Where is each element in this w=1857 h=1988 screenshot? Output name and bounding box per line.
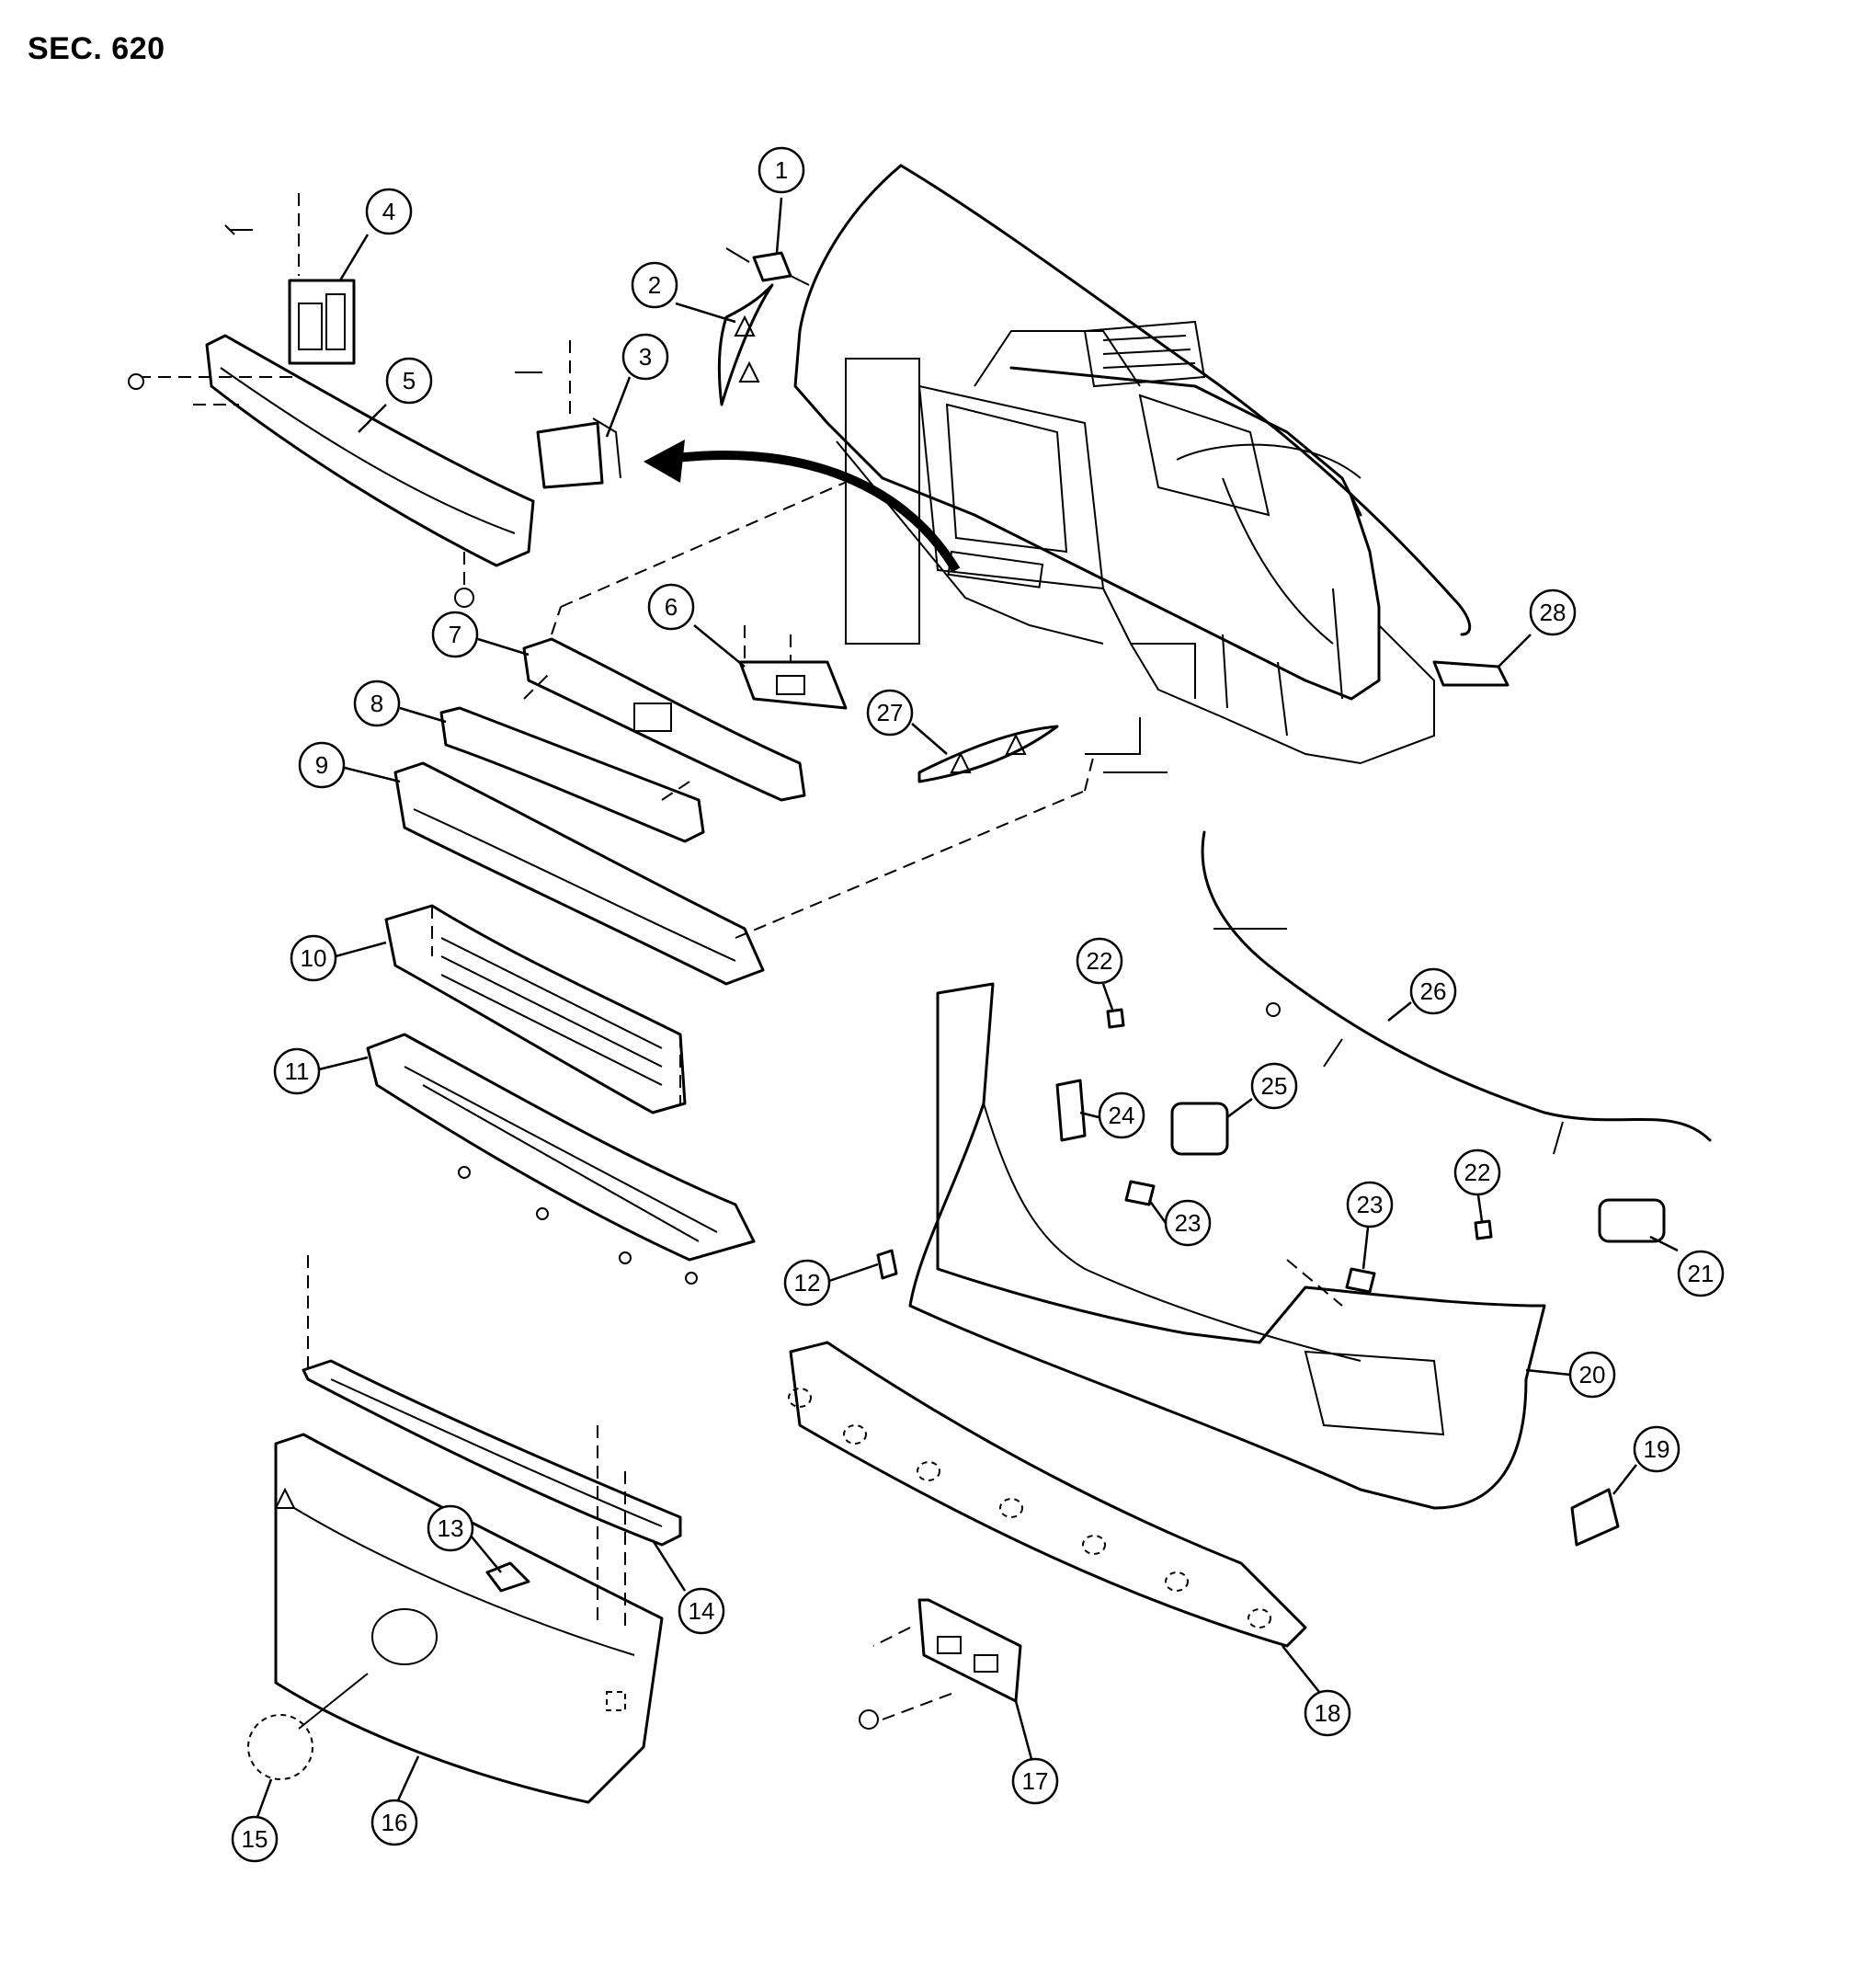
part-5-reinforcement-beam	[128, 334, 535, 608]
part-12-cover	[876, 1249, 898, 1280]
callout-23-right: 23	[1346, 1181, 1394, 1270]
callout-number: 12	[794, 1269, 821, 1297]
callout-1: 1	[758, 146, 805, 254]
part-6-bracket	[738, 625, 848, 710]
callout-number: 19	[1644, 1435, 1670, 1463]
callout-number: 9	[315, 751, 328, 779]
callout-23-left: 23	[1147, 1199, 1212, 1247]
part-18-lower-valance	[788, 1341, 1307, 1648]
callout-number: 26	[1420, 977, 1447, 1005]
callout-number: 1	[775, 156, 788, 184]
callout-21: 21	[1649, 1235, 1725, 1297]
part-19-bracket	[1570, 1488, 1620, 1547]
callout-26: 26	[1387, 967, 1457, 1022]
part-17-license-bracket	[859, 1598, 1022, 1730]
callout-17: 17	[1011, 1700, 1059, 1805]
part-9-bumper-reinforcement	[393, 753, 1095, 986]
callout-number: 2	[648, 271, 661, 299]
callout-16: 16	[370, 1755, 420, 1846]
callout-25: 25	[1226, 1062, 1298, 1119]
callout-4: 4	[338, 188, 413, 281]
callout-number: 23	[1175, 1209, 1202, 1237]
part-16-front-grille	[274, 1433, 664, 1804]
callout-layer: 1 2 3 4 5 6 7 8 9 10 11 12 13 14 15 16 1…	[231, 146, 1725, 1863]
callout-number: 21	[1688, 1260, 1715, 1287]
callout-number: 18	[1315, 1699, 1341, 1727]
part-24-bracket	[1055, 1079, 1087, 1142]
vehicle-front-body	[793, 164, 1472, 773]
callout-27: 27	[866, 689, 948, 755]
direction-arrow	[644, 440, 961, 573]
callout-number: 20	[1579, 1361, 1606, 1388]
part-7-upper-support	[522, 477, 856, 802]
callout-11: 11	[273, 1047, 369, 1095]
part-4-bracket	[224, 193, 356, 365]
callout-number: 8	[370, 690, 383, 717]
callout-12: 12	[783, 1259, 879, 1307]
callout-number: 16	[382, 1809, 408, 1836]
callout-number: 25	[1261, 1072, 1288, 1100]
part-1-clip	[725, 247, 810, 286]
callout-number: 24	[1109, 1102, 1135, 1129]
callout-number: 13	[438, 1514, 464, 1542]
callout-8: 8	[353, 680, 447, 727]
callout-number: 6	[665, 593, 678, 621]
callout-28: 28	[1498, 588, 1577, 668]
part-26-wiring-harness	[1201, 830, 1712, 1155]
callout-22-lower: 22	[1453, 1148, 1501, 1222]
callout-10: 10	[290, 934, 387, 982]
callout-number: 17	[1022, 1767, 1049, 1795]
callout-7: 7	[431, 611, 530, 658]
callout-number: 22	[1087, 947, 1113, 975]
callout-number: 10	[301, 944, 327, 972]
callout-20: 20	[1525, 1351, 1616, 1399]
callout-15: 15	[231, 1778, 279, 1863]
callout-18: 18	[1282, 1645, 1351, 1737]
section-label: SEC. 620	[28, 31, 165, 66]
callout-14: 14	[651, 1539, 725, 1635]
part-23-clip	[1124, 1180, 1376, 1294]
callout-number: 7	[449, 621, 461, 648]
part-27-seal	[917, 725, 1059, 783]
part-28-bracket	[1432, 660, 1510, 687]
part-11-under-cover	[366, 1033, 756, 1285]
part-15-emblem	[247, 1673, 369, 1780]
callout-3: 3	[605, 333, 669, 438]
callout-6: 6	[647, 583, 746, 668]
callout-number: 14	[689, 1597, 715, 1625]
part-3-bracket	[515, 340, 621, 489]
callout-number: 3	[639, 343, 652, 371]
callout-number: 11	[285, 1057, 310, 1085]
callout-9: 9	[298, 741, 401, 789]
callout-number: 27	[877, 699, 904, 726]
callout-2: 2	[631, 261, 736, 324]
part-21-fog-lamp	[1598, 1198, 1666, 1243]
callout-number: 28	[1540, 599, 1566, 626]
callout-number: 5	[403, 367, 416, 394]
part-22-clip	[1106, 1008, 1493, 1240]
callout-5: 5	[358, 357, 433, 433]
part-10-grille-frame	[384, 904, 687, 1114]
callout-13: 13	[427, 1504, 502, 1573]
callout-19: 19	[1612, 1425, 1680, 1495]
callout-number: 15	[242, 1825, 268, 1853]
part-8-absorber	[439, 670, 705, 843]
callout-number: 22	[1464, 1159, 1491, 1186]
callout-22-upper: 22	[1076, 937, 1123, 1011]
part-13-sensor	[485, 1561, 530, 1593]
part-20-bumper-fascia	[908, 982, 1546, 1510]
part-2-seal-strip	[717, 283, 774, 406]
part-14-grille-panel	[302, 1255, 682, 1628]
callout-number: 4	[382, 198, 395, 225]
callout-24: 24	[1079, 1091, 1145, 1139]
callout-number: 23	[1357, 1191, 1384, 1218]
part-25-fog-lamp	[1170, 1102, 1229, 1156]
